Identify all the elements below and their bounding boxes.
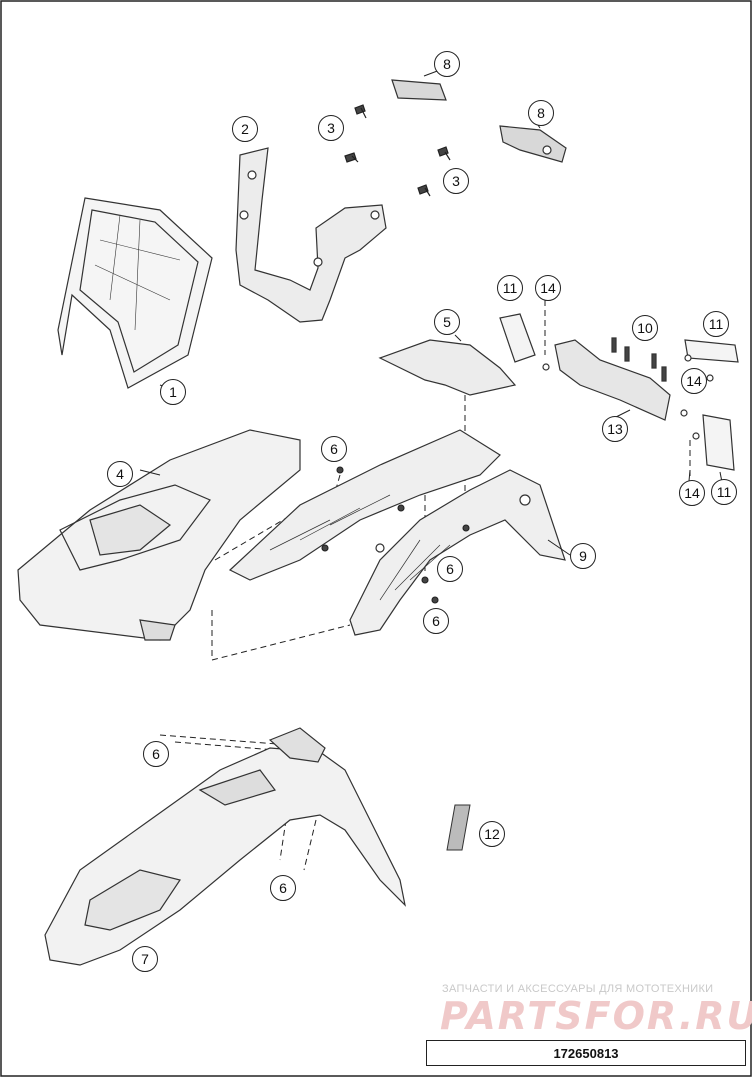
callout-6: 6: [143, 741, 169, 767]
callout-5: 5: [434, 309, 460, 335]
callout-3: 3: [318, 115, 344, 141]
watermark-tagline: ЗАПЧАСТИ И АКСЕССУАРЫ ДЛЯ МОТОТЕХНИКИ: [442, 983, 714, 995]
headlight-mask-part: [57, 197, 213, 389]
callout-8: 8: [528, 100, 554, 126]
callout-14: 14: [535, 275, 561, 301]
front-fender-part: [44, 727, 406, 966]
callout-1: 1: [160, 379, 186, 405]
callout-11: 11: [703, 311, 729, 337]
screw-parts: [344, 104, 451, 197]
headlight-bracket-part: [235, 147, 387, 323]
callout-6: 6: [423, 608, 449, 634]
callout-6: 6: [437, 556, 463, 582]
callout-9: 9: [570, 543, 596, 569]
callout-11: 11: [711, 479, 737, 505]
watermark-logo: PARTSFOR.RU: [440, 994, 752, 1038]
plate-holder-parts: [499, 313, 739, 471]
callout-11: 11: [497, 275, 523, 301]
callout-7: 7: [132, 946, 158, 972]
callout-14: 14: [681, 368, 707, 394]
diagram-code: 172650813: [426, 1040, 746, 1066]
callout-10: 10: [632, 315, 658, 341]
callout-14: 14: [679, 480, 705, 506]
rear-cover-part: [378, 339, 517, 396]
side-panel-parts: [228, 429, 566, 636]
subframe-screws: [321, 466, 470, 604]
callout-12: 12: [479, 821, 505, 847]
callout-2: 2: [232, 116, 258, 142]
callout-8: 8: [434, 51, 460, 77]
strap-parts: [391, 79, 567, 163]
callout-6: 6: [270, 875, 296, 901]
callout-4: 4: [107, 461, 133, 487]
decal-strip-part: [446, 804, 471, 851]
tank-cover-part: [17, 429, 301, 641]
callout-13: 13: [602, 416, 628, 442]
callout-3: 3: [443, 168, 469, 194]
callout-6: 6: [321, 436, 347, 462]
